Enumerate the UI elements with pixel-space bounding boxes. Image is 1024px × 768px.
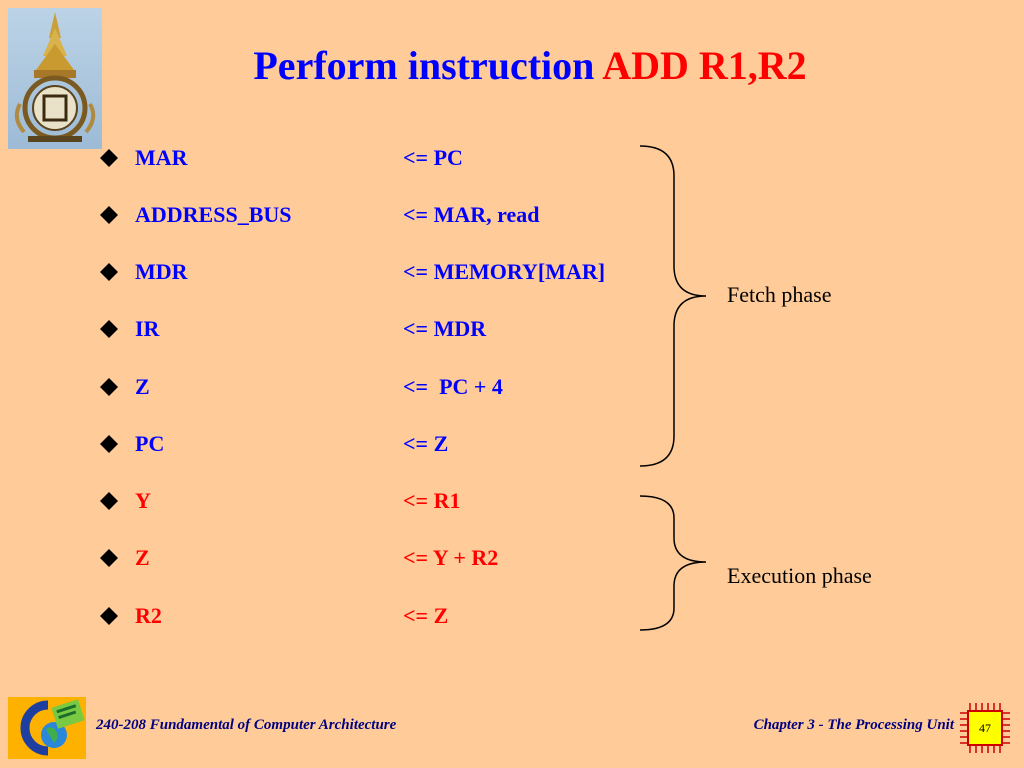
register-operation: <= MAR, read bbox=[403, 202, 540, 227]
register-name: ADDRESS_BUS bbox=[135, 202, 292, 227]
register-name: IR bbox=[135, 316, 160, 341]
diamond-bullet-icon bbox=[100, 607, 118, 625]
register-name: PC bbox=[135, 431, 165, 456]
register-name: Y bbox=[135, 488, 151, 513]
register-name: MDR bbox=[135, 259, 188, 284]
title-instruction: ADD R1,R2 bbox=[602, 43, 807, 88]
title-main: Perform instruction bbox=[253, 43, 595, 88]
diamond-bullet-icon bbox=[100, 435, 118, 453]
register-operation: <= PC bbox=[403, 145, 463, 170]
register-operation: <= MEMORY[MAR] bbox=[403, 259, 606, 284]
diamond-bullet-icon bbox=[100, 378, 118, 396]
execution-phase-label: Execution phase bbox=[727, 563, 872, 588]
diamond-bullet-icon bbox=[100, 549, 118, 567]
department-logo-icon bbox=[8, 697, 86, 759]
diamond-bullet-icon bbox=[100, 263, 118, 281]
register-name: MAR bbox=[135, 145, 188, 170]
fetch-phase-brace bbox=[639, 145, 707, 467]
register-operation: <= MDR bbox=[403, 316, 487, 341]
diamond-bullet-icon bbox=[100, 206, 118, 224]
diamond-bullet-icon bbox=[100, 149, 118, 167]
fetch-phase-label: Fetch phase bbox=[727, 282, 832, 307]
register-operation: <= Y + R2 bbox=[403, 545, 499, 570]
register-name: Z bbox=[135, 374, 150, 399]
slide-title: Perform instruction ADD R1,R2 bbox=[0, 42, 1024, 90]
chapter-title: Chapter 3 - The Processing Unit bbox=[753, 717, 954, 733]
register-operation: <= PC + 4 bbox=[403, 374, 503, 399]
diamond-bullet-icon bbox=[100, 320, 118, 338]
register-name: R2 bbox=[135, 603, 162, 628]
execution-phase-brace bbox=[639, 495, 707, 631]
course-title: 240-208 Fundamental of Computer Architec… bbox=[96, 717, 397, 733]
register-name: Z bbox=[135, 545, 150, 570]
register-operation: <= R1 bbox=[403, 488, 461, 513]
register-operation: <= Z bbox=[403, 431, 449, 456]
university-emblem-icon bbox=[8, 8, 102, 149]
page-number: 47 bbox=[979, 721, 991, 735]
register-operation: <= Z bbox=[403, 603, 449, 628]
chip-icon bbox=[960, 703, 1010, 753]
diamond-bullet-icon bbox=[100, 492, 118, 510]
